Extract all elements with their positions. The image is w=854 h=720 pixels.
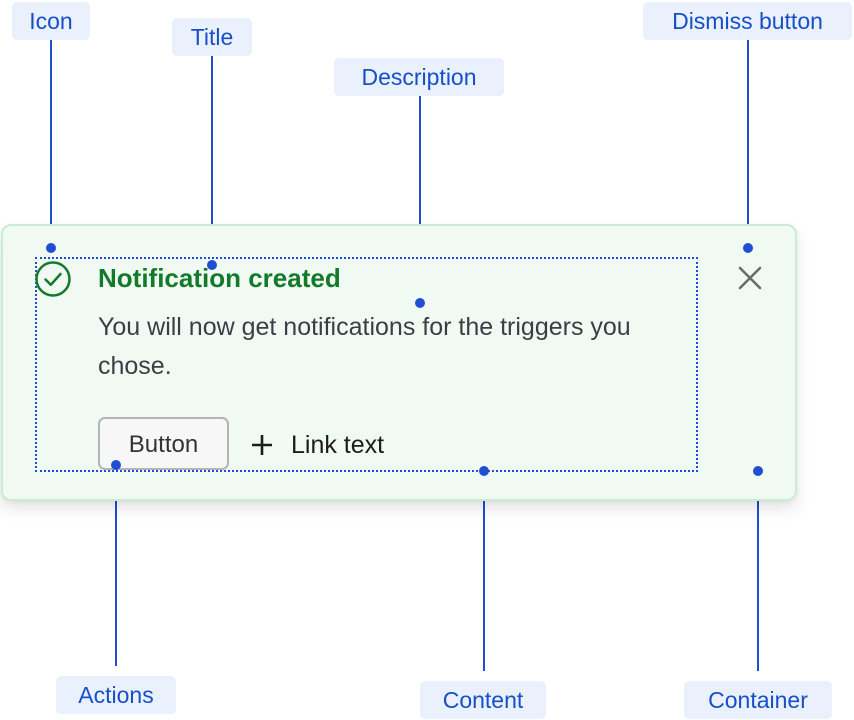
action-button[interactable]: Button — [98, 417, 229, 470]
check-circle-icon — [35, 261, 71, 297]
content-outline — [35, 257, 698, 472]
annotation-label-actions: Actions — [56, 676, 176, 714]
action-link-label: Link text — [291, 430, 385, 459]
annotation-label-description: Description — [334, 58, 504, 96]
annotation-label-title: Title — [172, 18, 252, 56]
notification-container: Notification created You will now get no… — [1, 224, 797, 501]
action-link[interactable]: Link text — [250, 426, 384, 464]
annotation-label-icon: Icon — [12, 2, 90, 40]
close-icon[interactable] — [736, 264, 764, 292]
notification-title: Notification created — [98, 263, 341, 293]
plus-icon — [252, 435, 272, 455]
notification-description: You will now get notifications for the t… — [98, 313, 631, 380]
annotation-label-dismiss-button: Dismiss button — [643, 2, 852, 40]
annotation-label-container: Container — [684, 681, 832, 719]
annotation-label-content: Content — [420, 681, 546, 719]
